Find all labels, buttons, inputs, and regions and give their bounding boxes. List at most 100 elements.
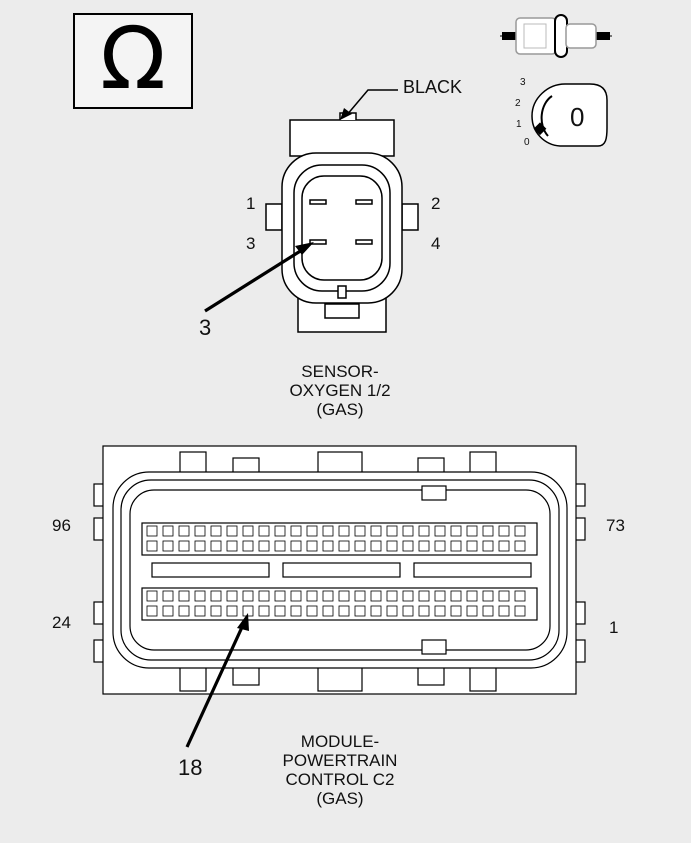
pin-cavity [306, 590, 318, 602]
pin-cavity [498, 605, 510, 617]
pin-cavity [482, 540, 494, 552]
sensor-pin-3-label: 3 [246, 234, 256, 253]
pin-cavity [482, 590, 494, 602]
pin-cavity [386, 525, 398, 537]
ohm-icon: Ω [100, 9, 166, 109]
pin-cavity [498, 540, 510, 552]
pin-cavity [466, 540, 478, 552]
pin-cavity [386, 590, 398, 602]
pin-cavity [210, 540, 222, 552]
pin-cavity [354, 605, 366, 617]
pin-cavity [178, 605, 190, 617]
pin-cavity [514, 525, 526, 537]
pin-cavity [258, 590, 270, 602]
pin-cavity [306, 540, 318, 552]
pin-cavity [322, 525, 334, 537]
pin-cavity [418, 525, 430, 537]
pin-cavity [338, 605, 350, 617]
pin-cavity [482, 525, 494, 537]
pin-cavity [258, 540, 270, 552]
pin-cavity [194, 605, 206, 617]
pin-cavity [386, 540, 398, 552]
sensor-pin-4-label: 4 [431, 234, 441, 253]
ignition-position-0: 0 [524, 137, 530, 148]
pin-cavity [306, 605, 318, 617]
pin-cavity [338, 525, 350, 537]
pin-cavity [210, 525, 222, 537]
caption-line: CONTROL C2 [285, 770, 395, 789]
pin-cavity [194, 540, 206, 552]
pcm-connector [93, 445, 586, 695]
pin-cavity [258, 525, 270, 537]
pin-cavity [162, 525, 174, 537]
pin-cavity [162, 590, 174, 602]
pin-cavity [450, 540, 462, 552]
pin18-arrowhead [237, 613, 249, 631]
pin-cavity [178, 590, 190, 602]
pin-cavity [290, 605, 302, 617]
pin-cavity [450, 590, 462, 602]
pin-cavity [402, 540, 414, 552]
pin-cavity [146, 605, 158, 617]
caption-line: OXYGEN 1/2 [289, 381, 391, 400]
ignition-position-3: 3 [520, 77, 526, 88]
ignition-position-2: 2 [515, 98, 521, 109]
pin3-callout-arrow [204, 248, 303, 313]
oxygen-sensor-connector [265, 112, 419, 333]
pin-cavity [514, 540, 526, 552]
pin-cavity [370, 605, 382, 617]
pin-cavity [178, 540, 190, 552]
oxygen-sensor-caption: SENSOR- OXYGEN 1/2 (GAS) [250, 362, 430, 419]
pin-cavity [322, 540, 334, 552]
pin-cavity [418, 590, 430, 602]
pin3-arrowhead [295, 242, 314, 255]
pin-cavity [242, 590, 254, 602]
pin-cavity [322, 590, 334, 602]
pin-cavity [450, 605, 462, 617]
pin-cavity [274, 540, 286, 552]
pin-cavity [290, 540, 302, 552]
pin-cavity [498, 525, 510, 537]
caption-line: SENSOR- [301, 362, 379, 381]
black-leader-line [345, 89, 398, 117]
pin-cavity [194, 590, 206, 602]
ohmmeter-symbol: Ω [73, 9, 193, 109]
pin-cavity [146, 590, 158, 602]
sensor-callout-pin-number: 3 [199, 315, 212, 340]
pin-cavity [370, 540, 382, 552]
caption-line: (GAS) [316, 789, 364, 808]
pcm-pin-73-label: 73 [606, 516, 625, 535]
pcm-pin-24-label: 24 [52, 613, 71, 632]
pin-cavity [434, 540, 446, 552]
pin-cavity [402, 605, 414, 617]
pin-cavity [274, 605, 286, 617]
pin-cavity [322, 605, 334, 617]
pin-cavity [466, 605, 478, 617]
pin-cavity [466, 525, 478, 537]
pin-cavity [162, 605, 174, 617]
pin-cavity [402, 525, 414, 537]
sensor-pin-2-label: 2 [431, 194, 441, 213]
pin-cavity [242, 540, 254, 552]
ignition-position-1: 1 [516, 119, 522, 130]
pcm-pin-96-label: 96 [52, 516, 71, 535]
pin-cavity [338, 590, 350, 602]
sensor-pin-1-label: 1 [246, 194, 256, 213]
pin-cavity [402, 590, 414, 602]
pin-cavity [418, 540, 430, 552]
pin-cavity [386, 605, 398, 617]
pin-cavity [370, 590, 382, 602]
pin-cavity [146, 525, 158, 537]
pin-cavity [274, 525, 286, 537]
pin-cavity [370, 525, 382, 537]
pin-cavity [338, 540, 350, 552]
pin-cavity [290, 525, 302, 537]
pin-cavity [274, 590, 286, 602]
pcm-pin-1-label: 1 [609, 618, 619, 637]
caption-line: POWERTRAIN [282, 751, 398, 770]
connector-color-label: BLACK [403, 77, 463, 97]
pin-cavity [434, 525, 446, 537]
pin-cavity [226, 605, 238, 617]
pin-cavity [178, 525, 190, 537]
